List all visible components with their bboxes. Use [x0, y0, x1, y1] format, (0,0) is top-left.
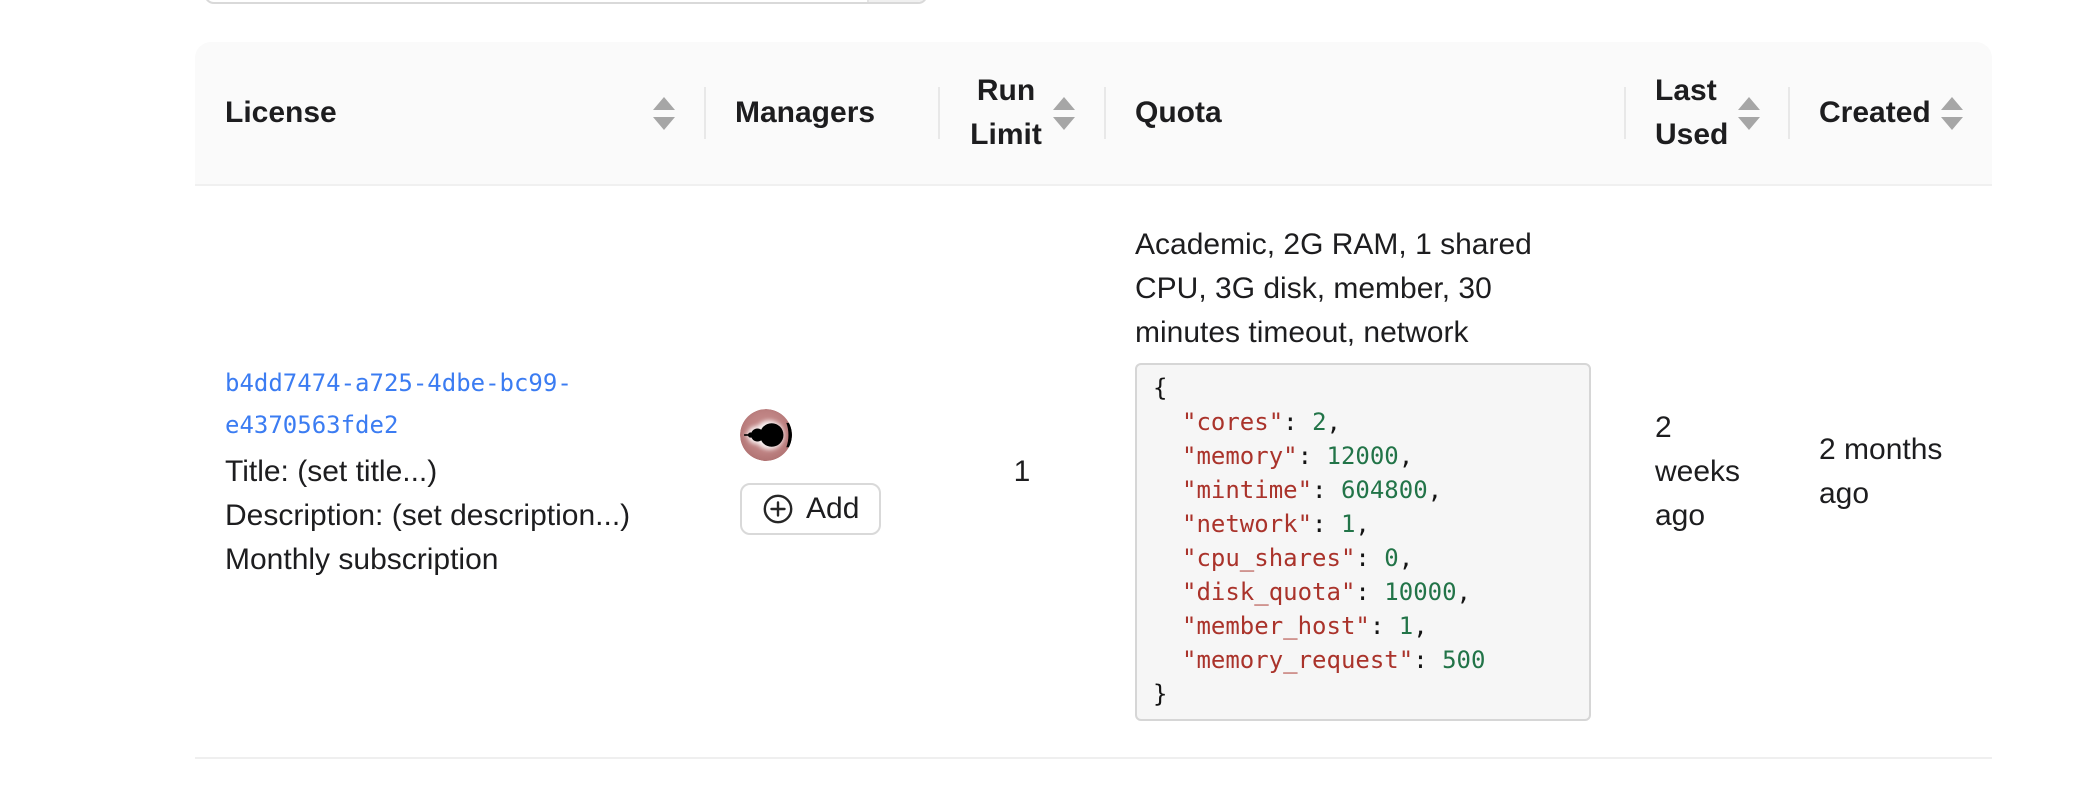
last-used-cell: 2 weeks ago [1655, 410, 1741, 532]
run-limit-cell: 1 [1013, 454, 1031, 488]
column-header-license[interactable]: License [195, 42, 705, 184]
search-input-addon[interactable] [867, 0, 926, 2]
quota-cell: Academic, 2G RAM, 1 shared CPU, 3G disk,… [1105, 223, 1625, 721]
json-entry-memory-request: "memory_request": 500 [1182, 645, 1486, 674]
column-header-managers: Managers [705, 42, 939, 184]
add-button-label: Add [806, 491, 860, 525]
license-subscription-label: Monthly subscription [225, 542, 499, 576]
json-entry-member-host: "member_host": 1, [1182, 611, 1428, 640]
column-header-quota: Quota [1105, 42, 1625, 184]
json-entry-cores: "cores": 2, [1182, 407, 1341, 436]
table-row: b4dd7474-a725-4dbe-bc99-e4370563fde2 Tit… [195, 186, 1992, 759]
sort-icon [1940, 96, 1963, 130]
licenses-table: License Managers Run Limit Quota Last Us… [195, 42, 1992, 759]
json-close-brace: } [1153, 679, 1168, 708]
created-cell: 2 months ago [1819, 432, 1943, 510]
license-set-title[interactable]: Title: (set title...) [225, 454, 438, 488]
license-cell: b4dd7474-a725-4dbe-bc99-e4370563fde2 Tit… [195, 362, 705, 582]
json-entry-memory: "memory": 12000, [1182, 441, 1414, 470]
json-entry-cpu-shares: "cpu_shares": 0, [1182, 543, 1414, 572]
manager-avatar[interactable] [740, 408, 792, 461]
managers-cell: Add [705, 408, 939, 535]
column-label: Created [1819, 96, 1931, 129]
column-header-created[interactable]: Created [1789, 42, 1992, 184]
column-header-run-limit[interactable]: Run Limit [939, 42, 1105, 184]
quota-json-block: { "cores": 2, "memory": 12000, "mintime"… [1135, 362, 1591, 721]
column-label: Quota [1135, 96, 1222, 129]
sort-icon [1738, 96, 1761, 130]
sort-icon [653, 96, 675, 130]
quota-summary: Academic, 2G RAM, 1 shared CPU, 3G disk,… [1135, 227, 1532, 349]
table-header-row: License Managers Run Limit Quota Last Us… [195, 42, 1992, 186]
column-header-last-used[interactable]: Last Used [1625, 42, 1789, 184]
search-input[interactable] [204, 0, 928, 4]
json-entry-disk-quota: "disk_quota": 10000, [1182, 577, 1471, 606]
column-label: Last Used [1655, 74, 1729, 151]
plus-circle-icon [763, 494, 793, 523]
license-id-link[interactable]: b4dd7474-a725-4dbe-bc99-e4370563fde2 [225, 368, 572, 439]
column-label: Managers [735, 96, 876, 129]
json-open-brace: { [1153, 373, 1168, 402]
column-label: License [225, 96, 337, 129]
column-label: Run Limit [970, 74, 1042, 151]
json-entry-mintime: "mintime": 604800, [1182, 475, 1443, 504]
json-entry-network: "network": 1, [1182, 509, 1370, 538]
add-manager-button[interactable]: Add [740, 482, 882, 535]
license-set-description[interactable]: Description: (set description...) [225, 498, 631, 532]
sort-icon [1053, 96, 1075, 130]
